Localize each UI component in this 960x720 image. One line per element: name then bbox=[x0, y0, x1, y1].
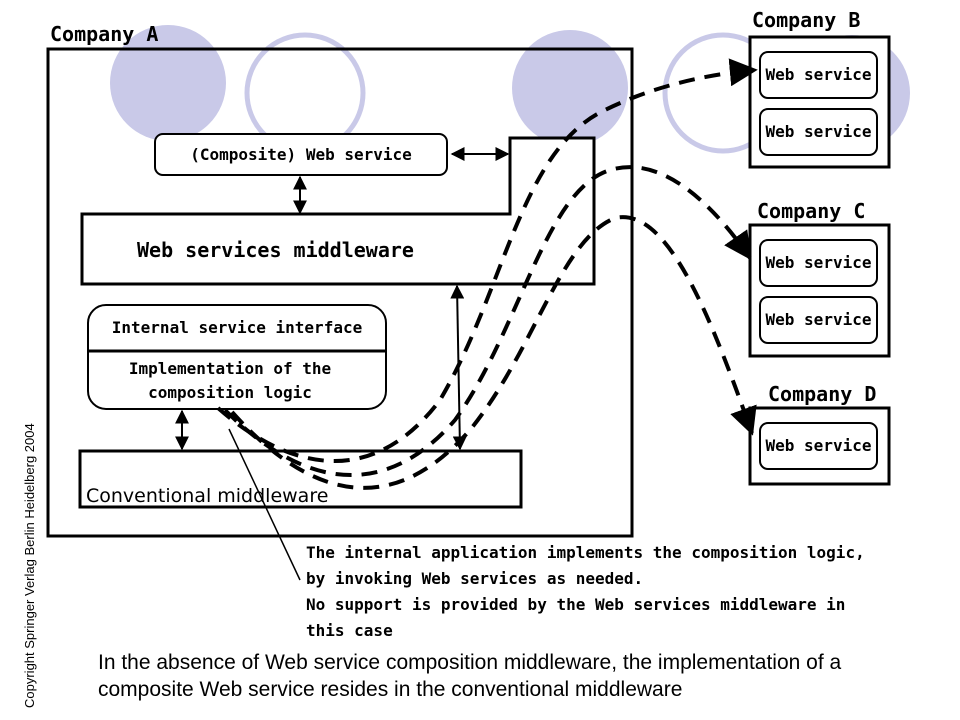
web-service-label: Web service bbox=[765, 122, 872, 141]
annotation-pointer bbox=[228, 428, 301, 581]
dashed-curve-company-c bbox=[223, 165, 752, 477]
dashed-invocations bbox=[216, 58, 758, 490]
composite-web-service[interactable]: (Composite) Web service bbox=[154, 133, 448, 176]
web-service-label: Web service bbox=[765, 310, 872, 329]
composition-logic-label: Implementation of the composition logic bbox=[128, 359, 332, 402]
composite-web-service-label: (Composite) Web service bbox=[190, 144, 412, 164]
ws-middleware-label: Web services middleware bbox=[137, 238, 414, 262]
conventional-middleware-box bbox=[78, 449, 523, 509]
ws-middleware-box bbox=[80, 136, 596, 286]
company-c-label: Company C bbox=[757, 199, 866, 223]
internal-interface-label: Internal service interface bbox=[111, 318, 363, 337]
web-service-c2[interactable]: Web service bbox=[759, 296, 878, 344]
decor-circle bbox=[512, 30, 628, 146]
web-service-label: Web service bbox=[765, 253, 872, 272]
dashed-curve-company-b bbox=[216, 58, 758, 463]
decor-circle bbox=[110, 25, 226, 141]
web-service-b1[interactable]: Web service bbox=[759, 51, 878, 99]
web-service-b2[interactable]: Web service bbox=[759, 108, 878, 156]
web-service-label: Web service bbox=[765, 436, 872, 455]
dashed-curve-company-d bbox=[230, 215, 757, 490]
copyright-notice: Copyright Springer Verlag Berlin Heidelb… bbox=[22, 423, 37, 708]
conventional-middleware-label: Conventional middleware bbox=[86, 485, 329, 507]
company-d-label: Company D bbox=[768, 382, 877, 406]
internal-app-box bbox=[87, 304, 387, 410]
company-a-frame bbox=[46, 47, 634, 538]
figure-caption: In the absence of Web service compositio… bbox=[98, 651, 842, 701]
company-b-label: Company B bbox=[752, 8, 861, 32]
company-a-label: Company A bbox=[50, 22, 159, 46]
annotation-text: The internal application implements the … bbox=[306, 543, 865, 640]
web-service-label: Web service bbox=[765, 65, 872, 84]
web-service-c1[interactable]: Web service bbox=[759, 239, 878, 287]
web-service-d1[interactable]: Web service bbox=[759, 422, 878, 470]
